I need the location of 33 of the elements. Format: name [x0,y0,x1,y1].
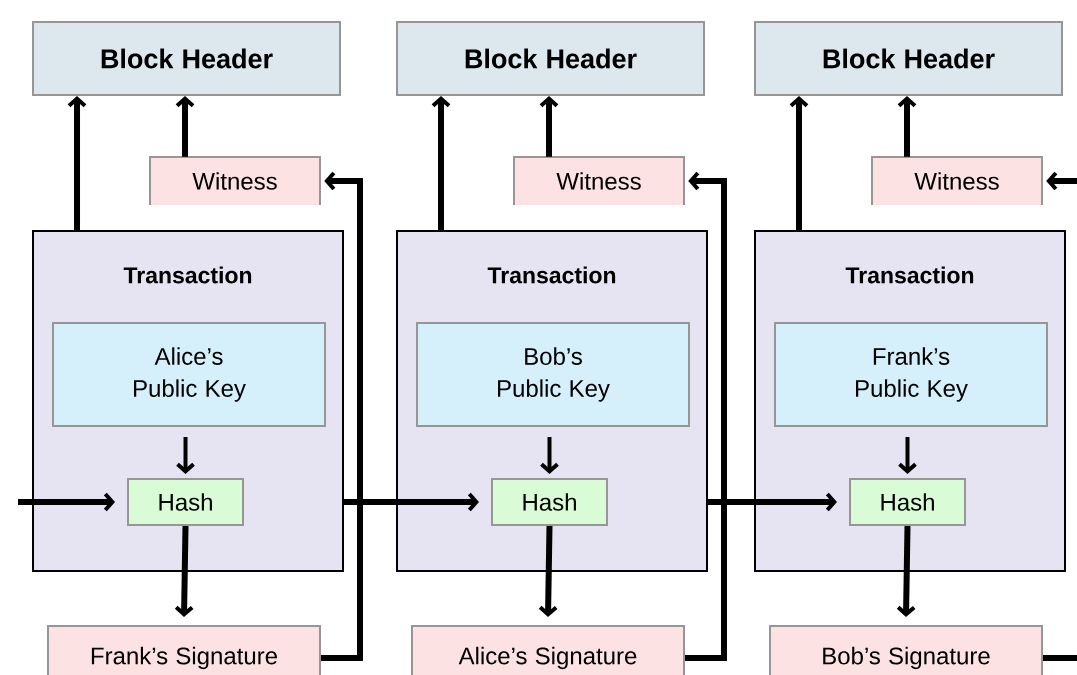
arrow [176,437,195,474]
public-key-box: Alice’s Public Key [52,322,326,427]
signature-box: Alice’s Signature [411,625,685,675]
header-box: Block Header [754,21,1063,96]
public-key-box: Frank’s Public Key [774,322,1048,427]
witness-box: Witness [871,156,1043,206]
arrow [321,171,363,661]
arrow [18,492,115,512]
arrow [67,96,87,230]
signature-box: Frank’s Signature [47,625,321,675]
arrow [685,171,727,661]
witness-box: Witness [149,156,321,206]
arrow [896,525,916,617]
arrow [538,525,558,617]
witness-box: Witness [513,156,685,206]
signature-box: Bob’s Signature [769,625,1043,675]
public-key-box: Bob’s Public Key [416,322,690,427]
header-box: Block Header [396,21,705,96]
arrow [1046,171,1077,191]
arrow [431,96,451,230]
arrow [539,96,559,157]
hash-box: Hash [849,478,966,526]
arrow [174,525,194,617]
arrow [540,437,559,474]
header-box: Block Header [32,21,341,96]
hash-box: Hash [127,478,244,526]
hash-box: Hash [491,478,608,526]
arrow [175,96,195,157]
arrow [897,96,917,157]
arrow [708,492,837,512]
arrow [344,492,479,512]
arrow [789,96,809,230]
arrow [898,437,917,474]
